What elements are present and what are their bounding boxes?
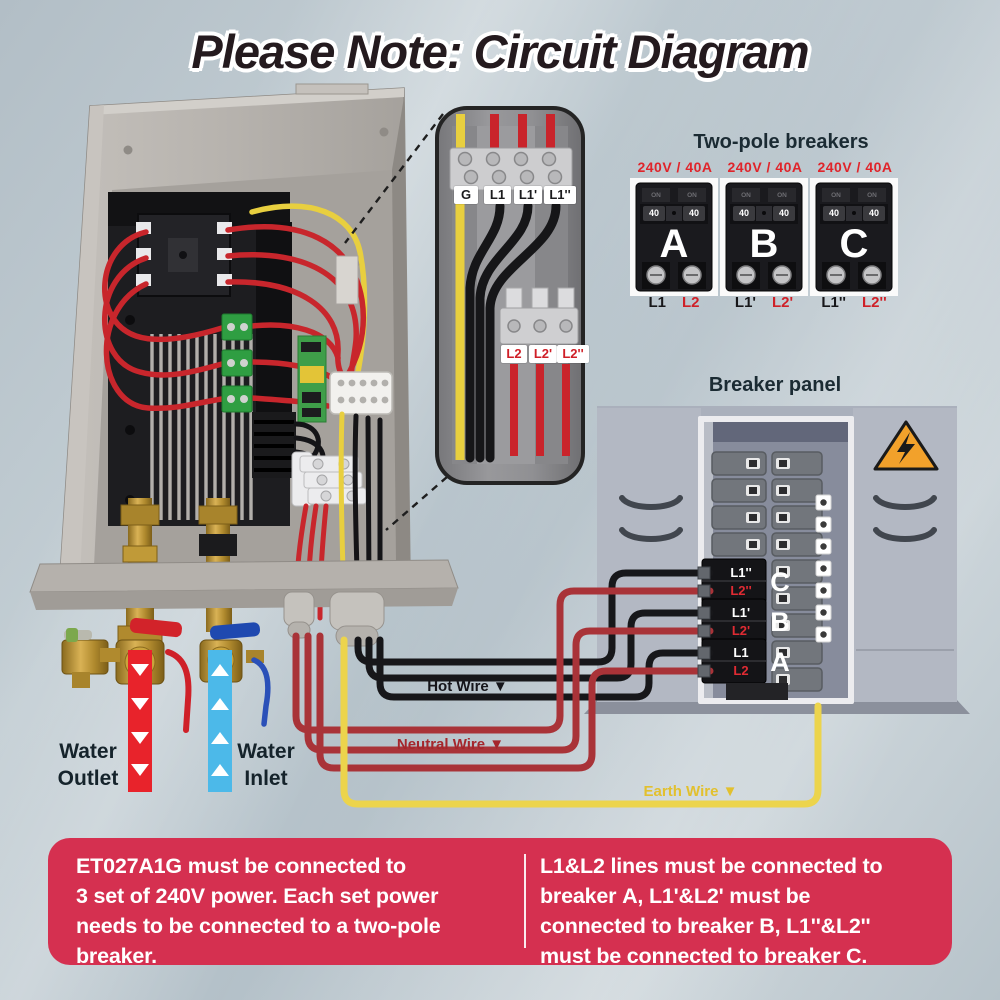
terminal-l1-label: L1	[484, 186, 511, 204]
breaker-b-on-label: ON	[741, 192, 751, 199]
note-left: ET027A1G must be connected to 3 set of 2…	[76, 854, 441, 968]
terminal-g-label: G	[454, 186, 478, 204]
breaker-b-amp: 40	[773, 206, 795, 221]
panel-slot-b-hot: L1'	[731, 605, 751, 620]
terminal-l1p-label: L1'	[514, 186, 542, 204]
outlet-valve-assembly	[61, 608, 192, 733]
water-inlet-label: Water Inlet	[237, 740, 295, 790]
terminal-l2p-label: L2'	[529, 345, 557, 363]
breaker-b-l1-label: L1'	[734, 294, 756, 311]
panel-slot-a-neutral: L2	[733, 663, 749, 678]
water-outlet-label: Water Outlet	[57, 740, 119, 790]
breaker-b-terminals: L1' L2'	[726, 294, 802, 311]
breaker-b-rating: 240V / 40A	[727, 159, 803, 175]
two-pole-breakers-heading: Two-pole breakers	[693, 131, 869, 153]
water-heater-unit	[29, 83, 459, 792]
breaker-a-l1-label: L1	[648, 294, 666, 311]
panel-slot-a-hot: L1	[733, 645, 749, 660]
external-wiring	[292, 569, 822, 808]
breaker-a-terminals: L1 L2	[636, 294, 712, 311]
panel-slot-b-letter: B	[770, 607, 790, 637]
terminal-detail-callout	[435, 106, 585, 485]
breaker-b-l2-label: L2'	[772, 294, 794, 311]
panel-slot-b-neutral: L2'	[731, 623, 751, 638]
breaker-a-on-label: ON	[687, 192, 697, 199]
mounting-shelf	[29, 559, 459, 610]
breaker-a-rating: 240V / 40A	[637, 159, 713, 175]
breaker-a-on-label: ON	[651, 192, 661, 199]
breaker-panel-graphic	[584, 406, 970, 714]
terminal-l1pp-label: L1''	[544, 186, 576, 204]
earth-wire-label: Earth Wire ▼	[643, 783, 738, 800]
callout-leader-lines	[344, 113, 448, 531]
hot-wire-label: Hot Wire ▼	[427, 678, 508, 695]
terminal-l2-label: L2	[501, 345, 527, 363]
terminal-l2pp-label: L2''	[557, 345, 589, 363]
breaker-a-amp: 40	[683, 206, 705, 221]
breaker-c-terminals: L1'' L2''	[816, 294, 892, 311]
model-number: ET027A1G	[76, 854, 182, 878]
breaker-c-letter: C	[839, 222, 869, 266]
breaker-c-l2-label: L2''	[862, 294, 887, 311]
breaker-panel-heading: Breaker panel	[708, 374, 842, 396]
terminal-clamps	[697, 566, 711, 678]
page-title: Please Note: Circuit Diagram	[191, 25, 809, 78]
pcb	[297, 335, 327, 423]
molex-connector	[329, 371, 393, 415]
note-right: L1&L2 lines must be connected to breaker…	[540, 854, 883, 968]
breaker-c-on-label: ON	[831, 192, 841, 199]
contactor	[136, 213, 232, 297]
panel-indicator-squares	[815, 494, 832, 643]
breaker-a-amp: 40	[643, 206, 665, 221]
breaker-c-amp: 40	[823, 206, 845, 221]
neutral-wire-label: Neutral Wire ▼	[396, 736, 505, 753]
panel-slot-c-hot: L1''	[730, 565, 752, 580]
water-inlet-band	[208, 650, 232, 792]
breaker-a-letter: A	[659, 222, 689, 266]
breaker-a-l2-label: L2	[682, 294, 700, 311]
water-outlet-band	[128, 650, 152, 792]
breaker-c-rating: 240V / 40A	[817, 159, 893, 175]
warning-triangle-icon	[873, 420, 939, 471]
panel-slot-a-letter: A	[770, 647, 790, 677]
breaker-c-on-label: ON	[867, 192, 877, 199]
breaker-c-amp: 40	[863, 206, 885, 221]
panel-slot-c-letter: C	[770, 567, 790, 597]
panel-black-breakers	[701, 558, 788, 700]
breaker-b-letter: B	[749, 222, 779, 266]
breaker-b-amp: 40	[733, 206, 755, 221]
note-banner: ET027A1G must be connected to 3 set of 2…	[48, 838, 952, 968]
panel-slot-c-neutral: L2''	[730, 583, 752, 598]
breaker-b-on-label: ON	[777, 192, 787, 199]
green-terminal-connectors	[221, 313, 253, 413]
breaker-c-l1-label: L1''	[821, 294, 846, 311]
banner-divider	[524, 854, 526, 948]
